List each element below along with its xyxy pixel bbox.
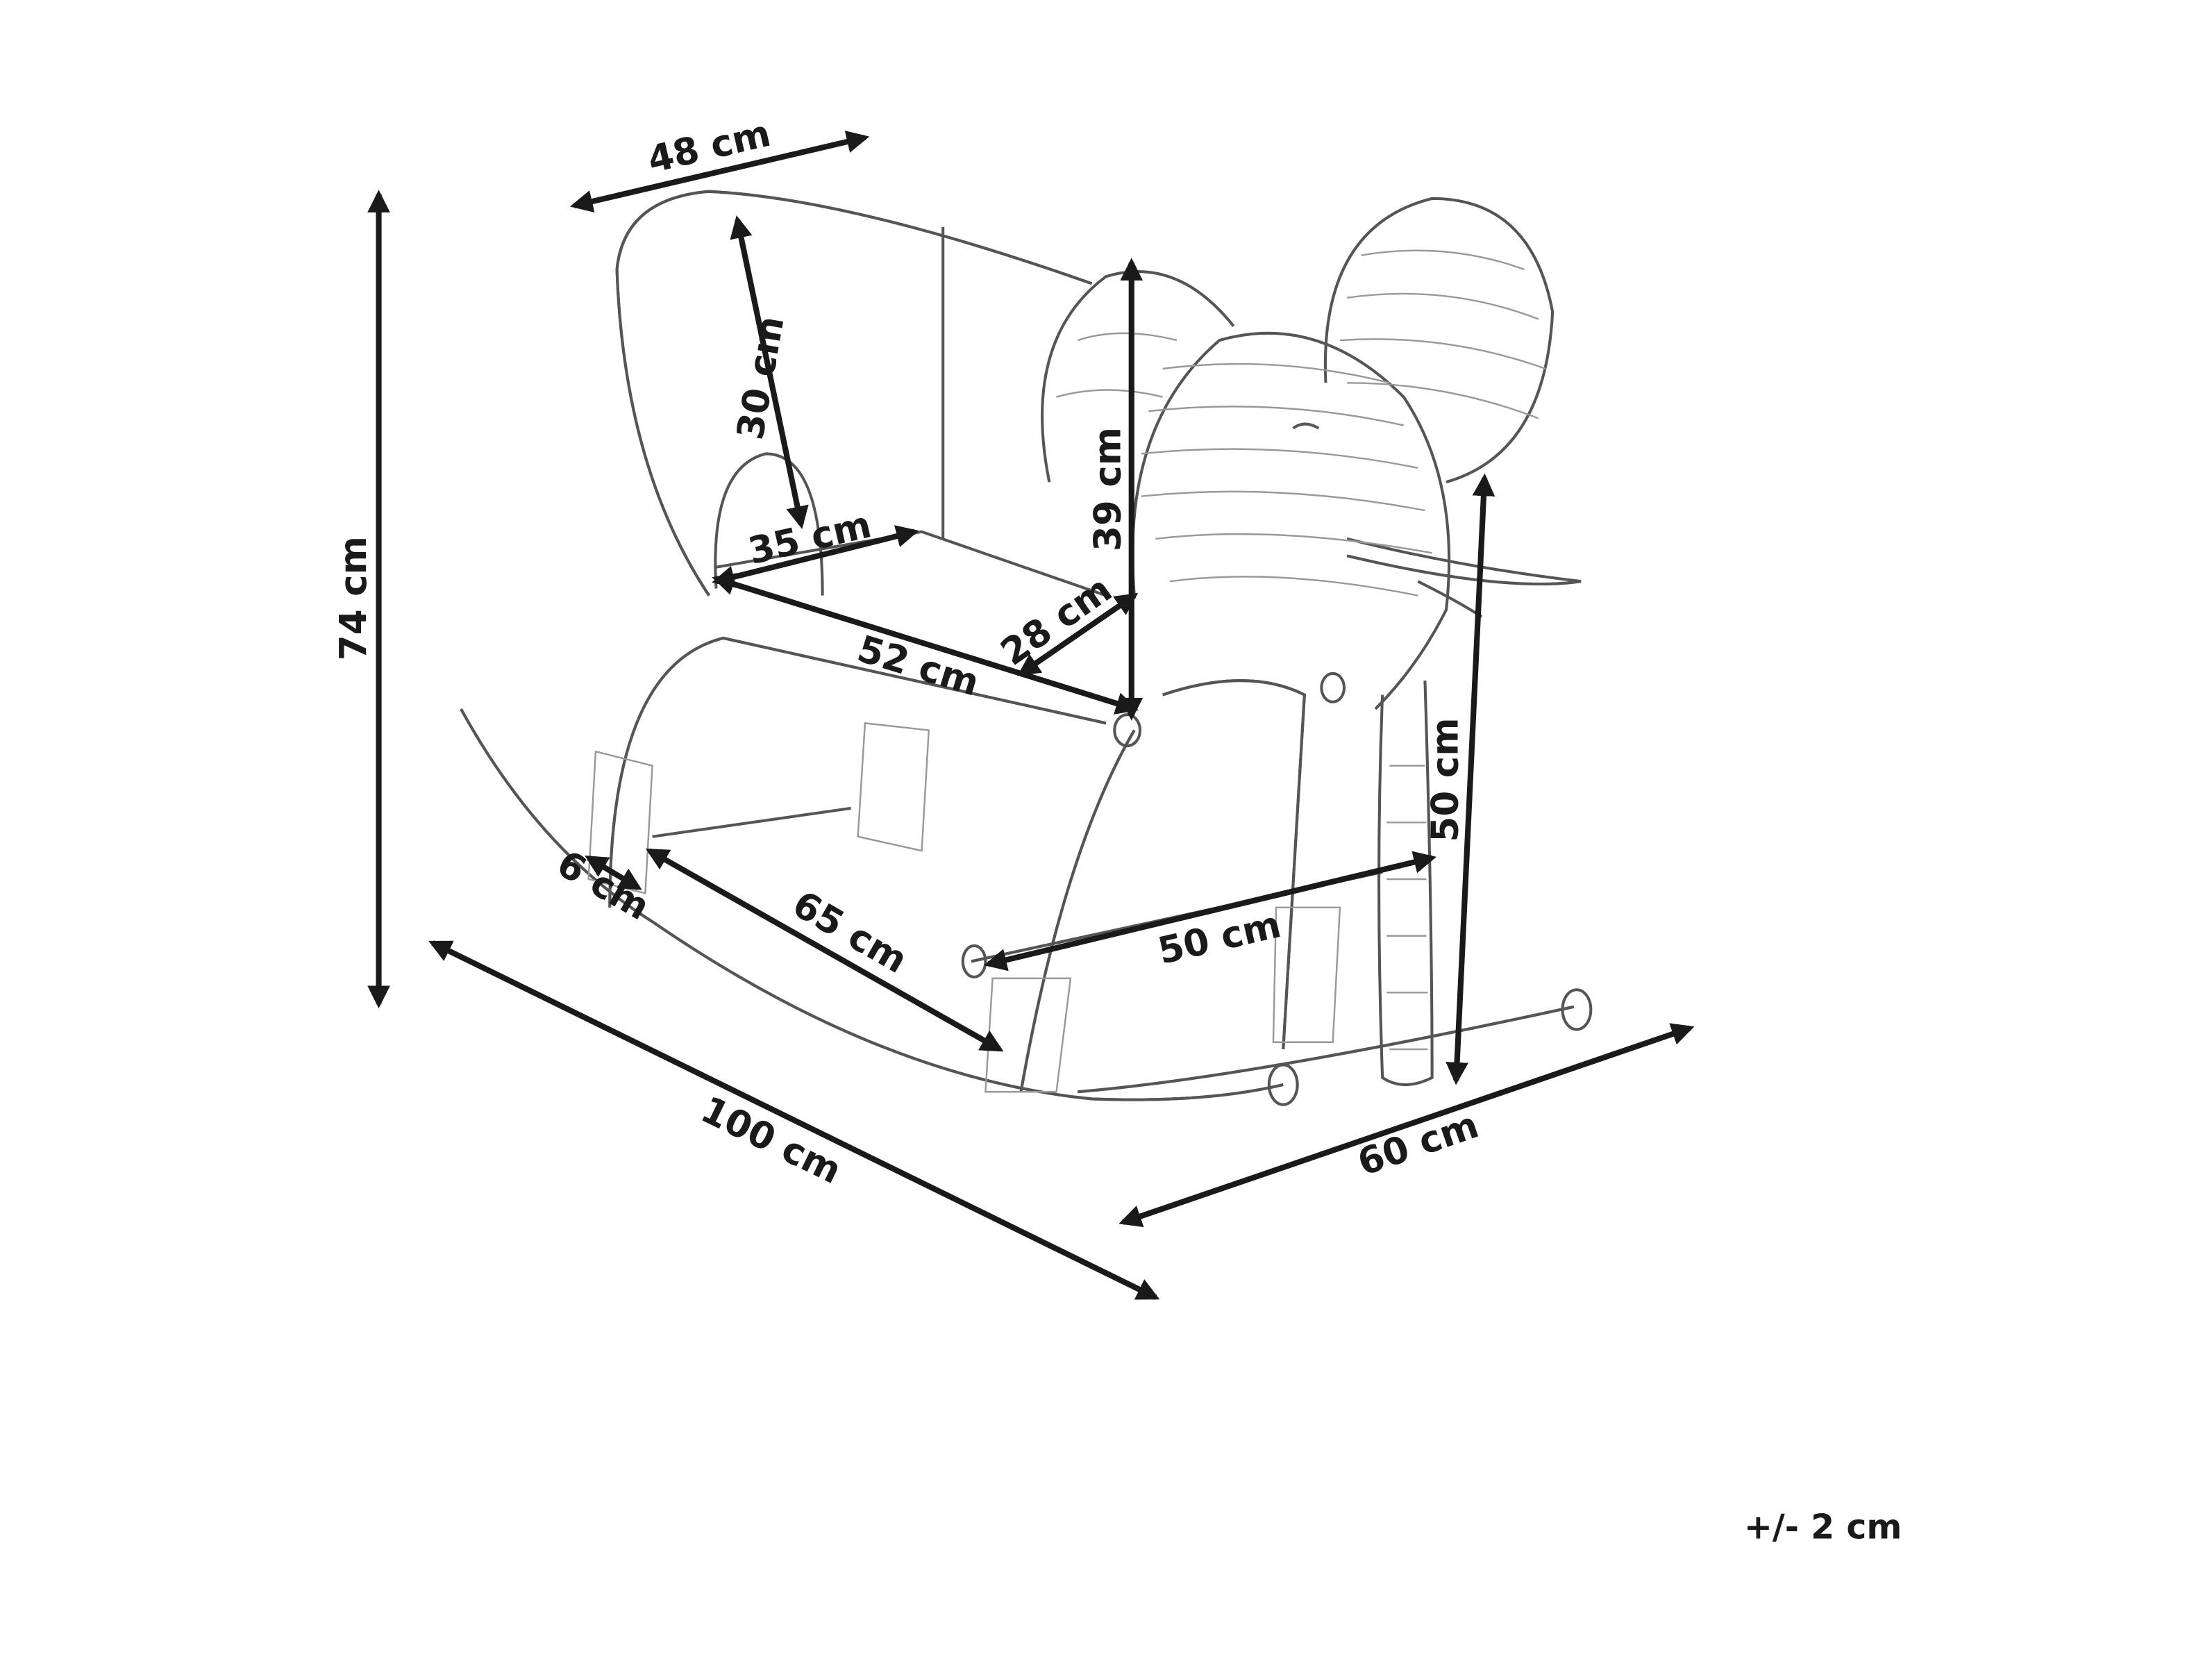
label-head-height: 39 cm — [1086, 427, 1129, 551]
elephant-head — [1041, 197, 1582, 1086]
label-footrest-width: 50 cm — [1154, 903, 1284, 973]
label-rocker-thickness: 6 cm — [550, 842, 657, 928]
label-total-height: 74 cm — [332, 536, 375, 660]
label-top-width: 48 cm — [644, 112, 774, 182]
dimension-arrows — [367, 131, 1695, 1300]
tolerance-note: +/- 2 cm — [1744, 1507, 1902, 1547]
label-total-width: 60 cm — [1352, 1103, 1484, 1185]
label-total-length: 100 cm — [694, 1088, 848, 1192]
label-front-height: 50 cm — [1423, 717, 1466, 842]
label-seat-depth: 35 cm — [744, 503, 875, 573]
label-backrest-height: 30 cm — [728, 313, 792, 443]
